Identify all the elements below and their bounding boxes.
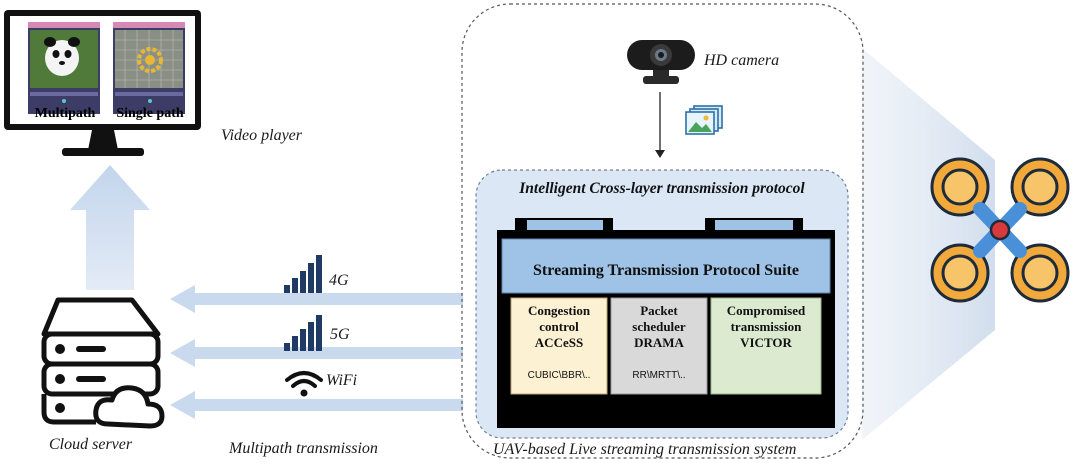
drone-icon bbox=[930, 157, 1070, 303]
module-line: transmission bbox=[730, 319, 802, 334]
link-5g-label: 5G bbox=[330, 326, 350, 343]
protocol-suite-block bbox=[497, 218, 835, 428]
panda-image-icon bbox=[45, 40, 79, 76]
path-arrow-4g bbox=[170, 285, 463, 313]
module-scheduler-text: Packet scheduler DRAMA bbox=[611, 303, 707, 351]
suite-title: Streaming Transmission Protocol Suite bbox=[533, 262, 799, 279]
path-arrow-5g bbox=[170, 339, 463, 367]
video-player-caption: Video player bbox=[221, 127, 303, 144]
protocol-title: Intelligent Cross-layer transmission pro… bbox=[519, 180, 805, 197]
multipath-transmission-caption: Multipath transmission bbox=[229, 440, 378, 457]
signal-bars-icon bbox=[284, 255, 322, 293]
uav-system-caption: UAV-based Live streaming transmission sy… bbox=[493, 441, 797, 458]
module-line: Packet bbox=[640, 303, 678, 318]
module-line: scheduler bbox=[632, 319, 686, 334]
module-scheduler-detail: RR\MRTT\.. bbox=[632, 370, 686, 381]
cloud-server-icon bbox=[41, 297, 165, 429]
link-wifi-label: WiFi bbox=[326, 372, 358, 389]
compromised-transmission-module bbox=[710, 297, 822, 395]
webcam-icon bbox=[627, 40, 695, 84]
module-name: DRAMA bbox=[634, 335, 684, 350]
module-line: Congestion bbox=[527, 303, 591, 318]
path-arrow-wifi bbox=[170, 391, 463, 419]
single-path-label: Single path bbox=[116, 106, 184, 121]
signal-bars-icon bbox=[284, 315, 322, 351]
cloud-icon bbox=[93, 385, 165, 429]
image-stack-icon bbox=[685, 105, 723, 135]
cloud-server-caption: Cloud server bbox=[49, 436, 133, 453]
module-line: Compromised bbox=[726, 303, 806, 318]
multipath-label: Multipath bbox=[34, 106, 96, 121]
congestion-control-module bbox=[510, 297, 608, 395]
camera-arrow-head bbox=[655, 150, 665, 158]
wifi-icon bbox=[285, 371, 323, 397]
upload-arrow bbox=[70, 165, 150, 290]
module-line: control bbox=[539, 319, 579, 334]
module-compromised-text: Compromised transmission VICTOR bbox=[711, 303, 821, 351]
uav-system-frame bbox=[461, 3, 864, 459]
uplink-beam bbox=[862, 48, 995, 440]
module-name: VICTOR bbox=[740, 335, 792, 350]
hd-camera-label: HD camera bbox=[704, 52, 780, 69]
module-congestion-text: Congestion control ACCeSS bbox=[511, 303, 607, 351]
monitor-icon bbox=[4, 10, 201, 156]
module-congestion-detail: CUBIC\BBR\.. bbox=[527, 370, 591, 381]
link-4g-label: 4G bbox=[329, 272, 349, 289]
packet-scheduler-module bbox=[610, 297, 708, 395]
module-name: ACCeSS bbox=[534, 335, 584, 350]
